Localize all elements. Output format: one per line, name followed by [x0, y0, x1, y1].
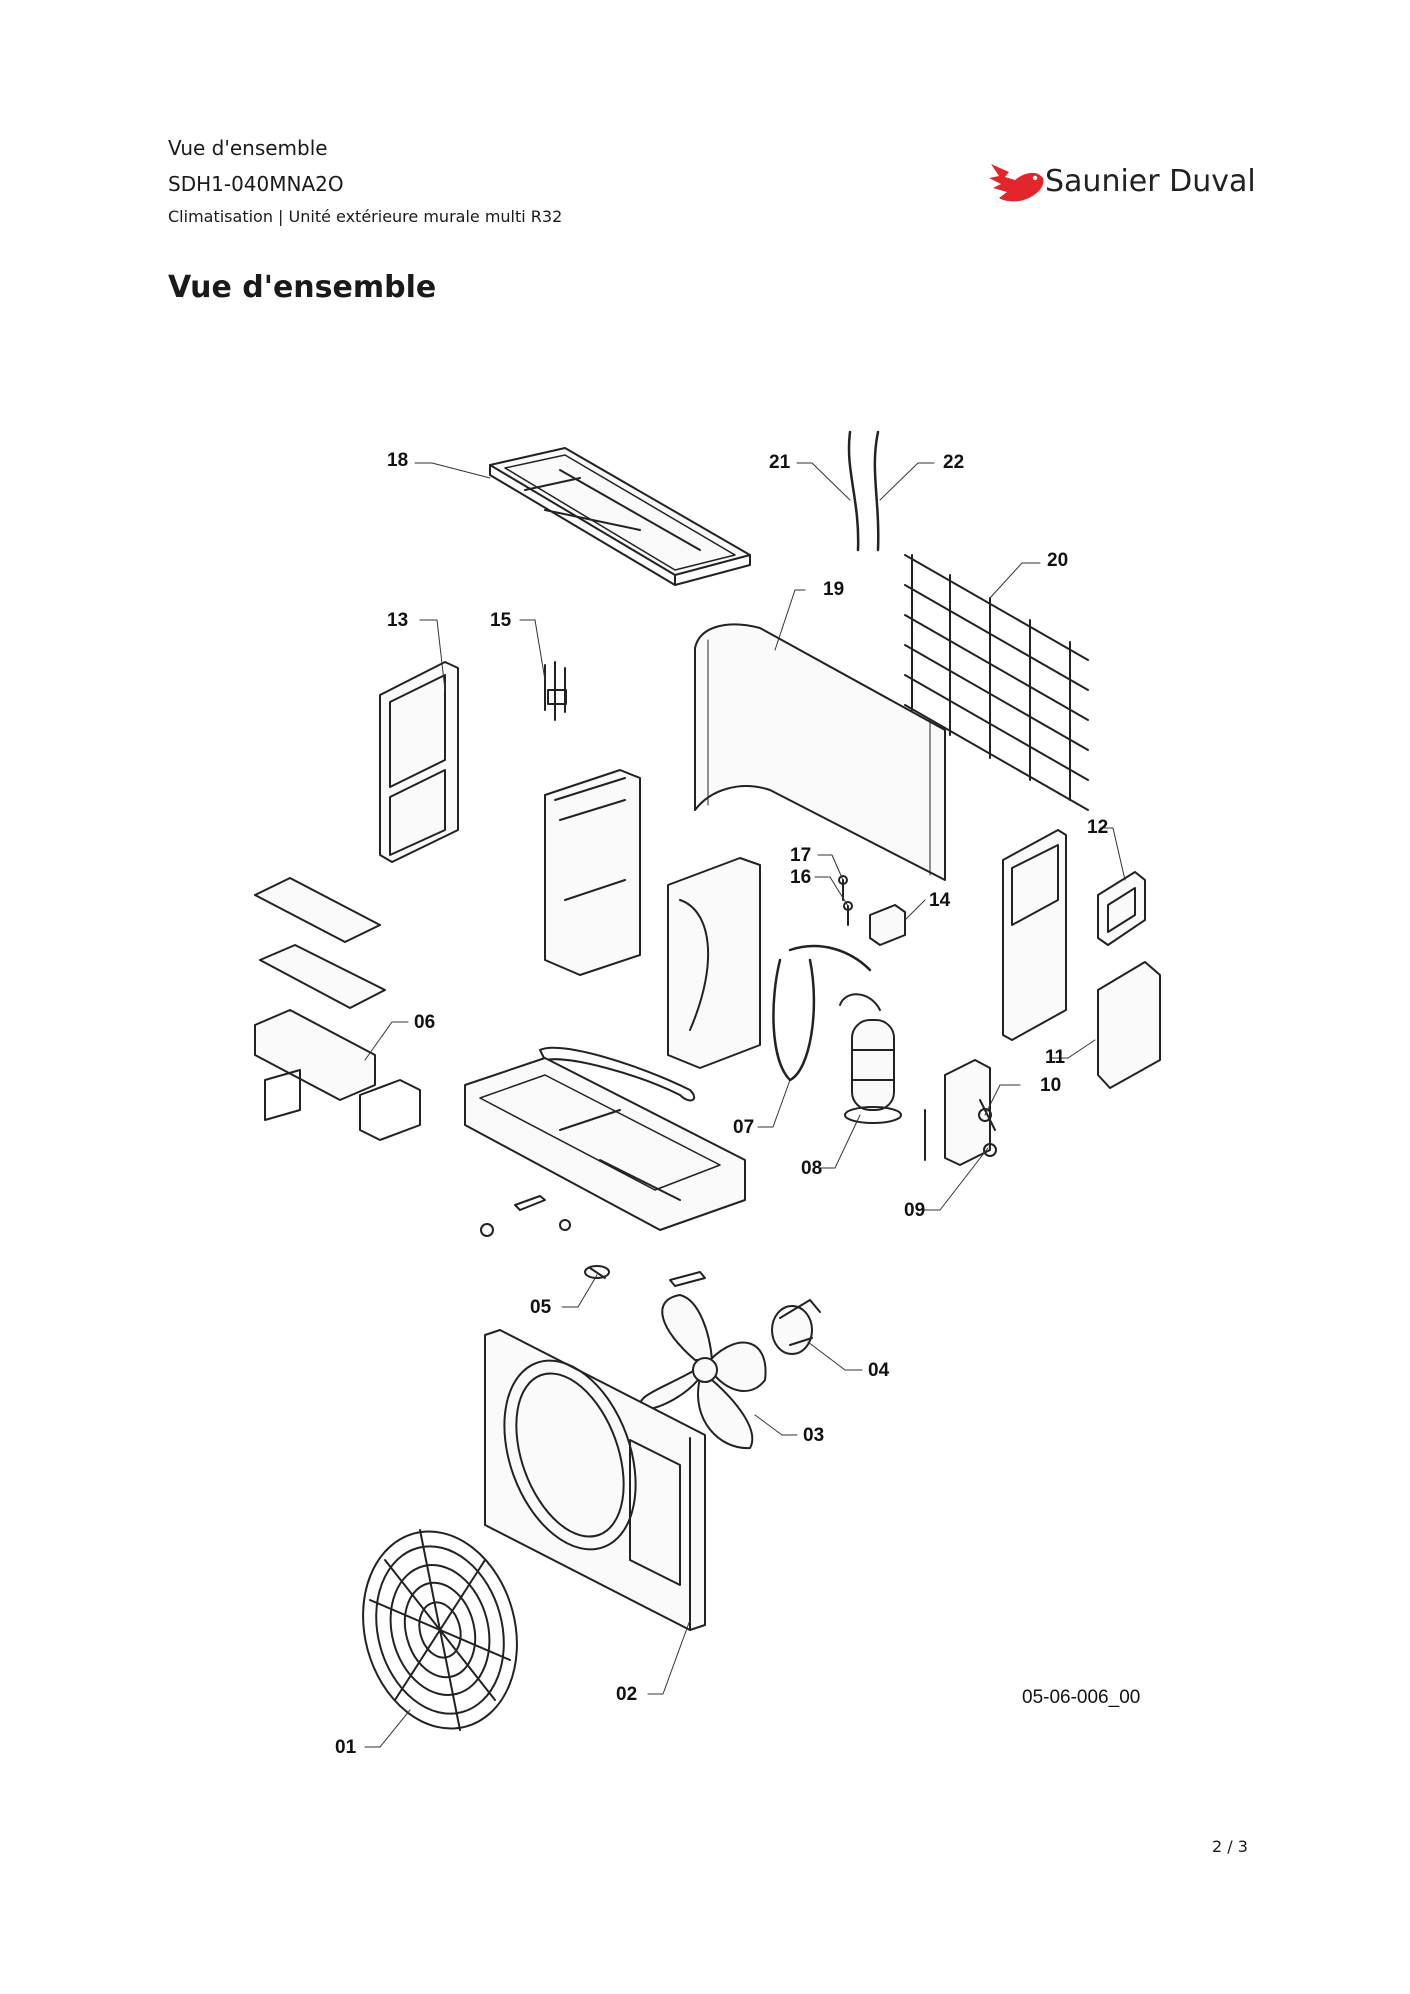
callout-08: 08	[801, 1158, 823, 1179]
right-side-panel	[1002, 829, 1067, 1041]
callout-22: 22	[943, 452, 965, 473]
part-08-compressor	[839, 993, 902, 1124]
callout-15: 15	[490, 610, 512, 631]
callout-10: 10	[1040, 1075, 1062, 1096]
callout-09: 09	[904, 1200, 926, 1221]
header-title: Vue d'ensemble	[168, 136, 328, 160]
callout-17: 17	[790, 845, 812, 866]
header-subtitle: Climatisation | Unité extérieure murale …	[168, 207, 563, 226]
callout-01: 01	[335, 1737, 357, 1758]
callout-16: 16	[790, 867, 812, 888]
part-03-fan-blade	[638, 1294, 767, 1450]
callout-06: 06	[414, 1012, 436, 1033]
part-12-small-cover	[1097, 871, 1146, 946]
part-04-motor	[771, 1299, 821, 1355]
callout-11: 11	[1045, 1047, 1066, 1068]
part-16-17-screws	[838, 875, 853, 926]
part-rubber-feet	[480, 1195, 706, 1287]
header-model: SDH1-040MNA2O	[168, 172, 344, 196]
callout-21: 21	[769, 452, 791, 473]
part-01-fan-guard	[362, 1529, 518, 1731]
brand-name: Saunier Duval	[1045, 164, 1256, 199]
part-separator-plate	[667, 857, 761, 1069]
part-base-plate	[464, 1057, 746, 1231]
part-electrical-box-partition	[544, 769, 641, 976]
callout-04: 04	[868, 1360, 890, 1381]
callout-02: 02	[616, 1684, 638, 1705]
callout-13: 13	[387, 610, 409, 631]
part-11-valve-cover	[1097, 961, 1161, 1089]
callout-07: 07	[733, 1117, 755, 1138]
callout-03: 03	[803, 1425, 825, 1446]
part-06-pcb-assembly	[254, 877, 421, 1141]
callout-05: 05	[530, 1297, 552, 1318]
part-15-valve	[544, 661, 567, 721]
part-09-10-valve-assembly	[924, 1059, 997, 1166]
part-13-side-panel	[379, 661, 459, 863]
part-02-front-panel	[484, 1329, 706, 1631]
callout-leaders	[364, 462, 1126, 1748]
callout-14: 14	[929, 890, 951, 911]
callout-20: 20	[1047, 550, 1069, 571]
part-19-condenser	[694, 623, 946, 881]
diagram-reference-code: 05-06-006_00	[1022, 1687, 1141, 1708]
callout-18: 18	[387, 450, 409, 471]
part-05-damper	[584, 1265, 610, 1279]
callout-19: 19	[823, 579, 845, 600]
part-21-22-cables	[847, 430, 880, 552]
callout-12: 12	[1087, 817, 1109, 838]
part-14-box	[869, 904, 906, 946]
part-18-top-cover	[489, 447, 751, 586]
saunier-duval-bird-logo	[989, 164, 1044, 202]
part-gasket	[539, 1046, 696, 1102]
page-number: 2 / 3	[1212, 1837, 1248, 1856]
page-title: Vue d'ensemble	[168, 270, 437, 305]
part-20-wire-grille	[904, 554, 1089, 811]
